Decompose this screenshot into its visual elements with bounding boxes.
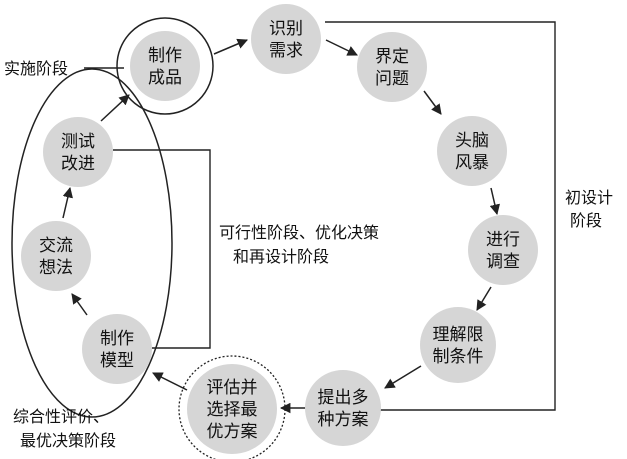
node-label: 模型 bbox=[100, 351, 134, 371]
node-circle bbox=[187, 364, 277, 454]
arrow-define-to-brainstorm bbox=[423, 90, 442, 115]
node-label: 调查 bbox=[486, 252, 520, 272]
implementation-ring bbox=[116, 17, 214, 115]
node-label: 制条件 bbox=[433, 347, 484, 367]
arrow-constraints-to-proposals bbox=[384, 365, 422, 389]
arrow-identify-to-define bbox=[325, 39, 358, 56]
initial-design-stage-label-line2: 阶段 bbox=[570, 211, 602, 230]
node-label: 想法 bbox=[39, 258, 73, 278]
initial-design-bracket bbox=[323, 21, 556, 411]
node-label: 成品 bbox=[148, 68, 182, 88]
feasibility-stage-label-line2: 和再设计阶段 bbox=[233, 247, 329, 266]
node-label: 需求 bbox=[269, 41, 303, 61]
initial-design-stage-label-line1: 初设计 bbox=[565, 188, 613, 207]
node-label: 改进 bbox=[61, 154, 95, 174]
node-label: 提出多 bbox=[318, 388, 369, 408]
node-label: 界定 bbox=[375, 47, 409, 67]
node-label: 问题 bbox=[375, 69, 409, 89]
node-circle bbox=[21, 221, 91, 291]
node-label: 理解限 bbox=[433, 325, 484, 345]
arrow-brainstorm-to-investigate bbox=[489, 187, 500, 216]
node-label: 评估并 bbox=[207, 378, 258, 398]
arrow-investigate-to-constraints bbox=[476, 286, 492, 311]
evaluation-stage-label-line1: 综合性评价、 bbox=[13, 407, 109, 426]
node-label: 测试 bbox=[61, 132, 95, 152]
node-label: 头脑 bbox=[455, 131, 489, 151]
feasibility-bracket bbox=[113, 149, 211, 349]
evaluation-ring bbox=[178, 355, 286, 459]
node-label: 优方案 bbox=[207, 422, 258, 442]
node-circle bbox=[130, 31, 200, 101]
process-nodes: 制作成品识别需求界定问题头脑风暴进行调查理解限制条件提出多种方案评估并选择最优方… bbox=[21, 4, 538, 454]
evaluation-stage-label-line2: 最优决策阶段 bbox=[20, 431, 116, 450]
node-circle bbox=[305, 370, 381, 446]
node-label: 交流 bbox=[39, 236, 73, 256]
stage-outlines bbox=[11, 17, 286, 459]
arrow-evaluate-to-model bbox=[152, 372, 188, 391]
arrow-model-to-exchange bbox=[71, 293, 88, 316]
feasibility-stage-label-line1: 可行性阶段、优化决策 bbox=[219, 223, 379, 242]
node-label: 制作 bbox=[148, 46, 182, 66]
arrow-product-to-identify bbox=[213, 38, 248, 55]
node-label: 识别 bbox=[269, 19, 303, 39]
node-label: 种方案 bbox=[318, 410, 369, 430]
arrow-exchange-to-test bbox=[62, 186, 73, 219]
node-circle bbox=[43, 117, 113, 187]
arrow-test-to-product bbox=[100, 94, 130, 122]
node-circle bbox=[251, 4, 321, 74]
node-circle bbox=[468, 215, 538, 285]
flow-arrows bbox=[62, 38, 500, 414]
node-label: 进行 bbox=[486, 230, 520, 250]
node-circle bbox=[82, 314, 152, 384]
implementation-stage-label: 实施阶段 bbox=[4, 59, 68, 78]
stage-labels: 实施阶段 初设计 阶段 可行性阶段、优化决策 和再设计阶段 综合性评价、 最优决… bbox=[4, 59, 613, 450]
node-circle bbox=[357, 32, 427, 102]
node-label: 制作 bbox=[100, 329, 134, 349]
node-circle bbox=[420, 307, 496, 383]
node-label: 风暴 bbox=[455, 153, 489, 173]
node-label: 选择最 bbox=[207, 400, 258, 420]
node-circle bbox=[437, 116, 507, 186]
feasibility-ellipse bbox=[11, 68, 173, 418]
